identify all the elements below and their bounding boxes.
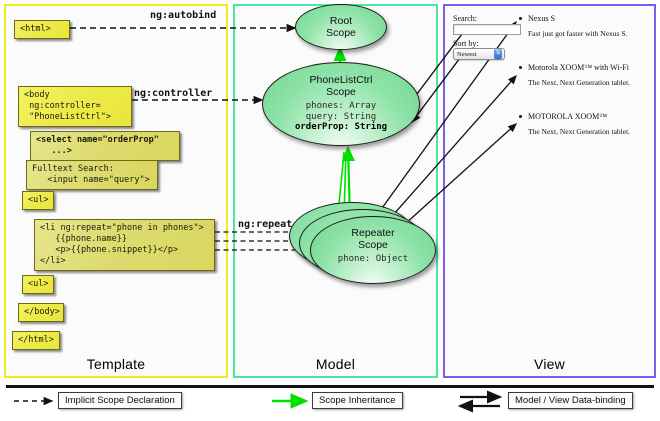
legend-divider xyxy=(6,385,654,388)
phone-name: Motorola XOOM™ with Wi-Fi xyxy=(528,63,629,72)
view-sort-label: Sort by: xyxy=(453,39,479,48)
panel-model: Model xyxy=(233,4,438,378)
repeater-scope-title-1: Repeater xyxy=(351,227,395,239)
scope-prop-orderprop: orderProp: String xyxy=(294,122,388,132)
list-item: Motorola XOOM™ with Wi-Fi The Next, Next… xyxy=(519,63,631,87)
list-item: MOTOROLA XOOM™ The Next, Next Generation… xyxy=(519,112,631,136)
root-scope: Root Scope xyxy=(295,4,387,50)
phonelistctrl-scope-title-1: PhoneListCtrl xyxy=(309,74,373,86)
phone-snippet: Fast just got faster with Nexus S. xyxy=(528,29,628,38)
sort-select[interactable]: Newest ⇅ xyxy=(453,48,505,60)
root-scope-title-2: Scope xyxy=(326,27,356,39)
phone-snippet: The Next, Next Generation tablet. xyxy=(528,127,631,136)
root-scope-title-1: Root xyxy=(329,15,353,27)
scope-prop-phone: phone: Object xyxy=(337,254,409,264)
html-close-box: </html> xyxy=(12,331,60,350)
html-open-box: <html> xyxy=(14,20,70,39)
search-input[interactable] xyxy=(453,24,521,35)
panel-view-label: View xyxy=(534,356,565,372)
phone-name: Nexus S xyxy=(528,14,555,23)
sort-select-value: Newest xyxy=(457,50,477,58)
legend-scope-inheritance: Scope Inheritance xyxy=(312,392,403,409)
repeater-scope-title-2: Scope xyxy=(358,239,388,251)
scope-prop-query: query: String xyxy=(305,111,377,122)
scope-prop-phones: phones: Array xyxy=(305,101,377,111)
select-box: <select name="orderProp" ...> xyxy=(30,131,180,161)
list-item: Nexus S Fast just got faster with Nexus … xyxy=(519,14,628,38)
fulltext-search-box: Fulltext Search: <input name="query"> xyxy=(26,160,158,190)
phone-snippet: The Next, Next Generation tablet. xyxy=(528,78,631,87)
legend-data-binding: Model / View Data-binding xyxy=(508,392,633,409)
body-close-box: </body> xyxy=(18,303,64,322)
ul-open-box: <ul> xyxy=(22,191,54,210)
bullet-icon xyxy=(519,115,522,118)
panel-view: View xyxy=(443,4,656,378)
ng-repeat-label: ng:repeat xyxy=(238,219,293,230)
bullet-icon xyxy=(519,66,522,69)
phone-name: MOTOROLA XOOM™ xyxy=(528,112,608,121)
phonelistctrl-scope-title-2: Scope xyxy=(326,86,356,98)
repeater-scope: Repeater Scope phone: Object xyxy=(310,216,436,284)
chevron-updown-icon: ⇅ xyxy=(494,49,502,59)
phonelistctrl-scope: PhoneListCtrl Scope phones: Array query:… xyxy=(262,62,420,146)
panel-template-label: Template xyxy=(86,356,146,372)
panel-model-label: Model xyxy=(315,356,356,372)
bullet-icon xyxy=(519,17,522,20)
legend-implicit-scope: Implicit Scope Declaration xyxy=(58,392,182,409)
ul-close-box: <ul> xyxy=(22,275,54,294)
ng-autobind-label: ng:autobind xyxy=(150,10,217,21)
body-open-box: <body ng:controller= "PhoneListCtrl"> xyxy=(18,86,132,127)
ng-controller-label: ng:controller xyxy=(134,88,213,99)
view-search-label: Search: xyxy=(453,14,477,23)
li-repeat-box: <li ng:repeat="phone in phones"> {{phone… xyxy=(34,219,215,271)
